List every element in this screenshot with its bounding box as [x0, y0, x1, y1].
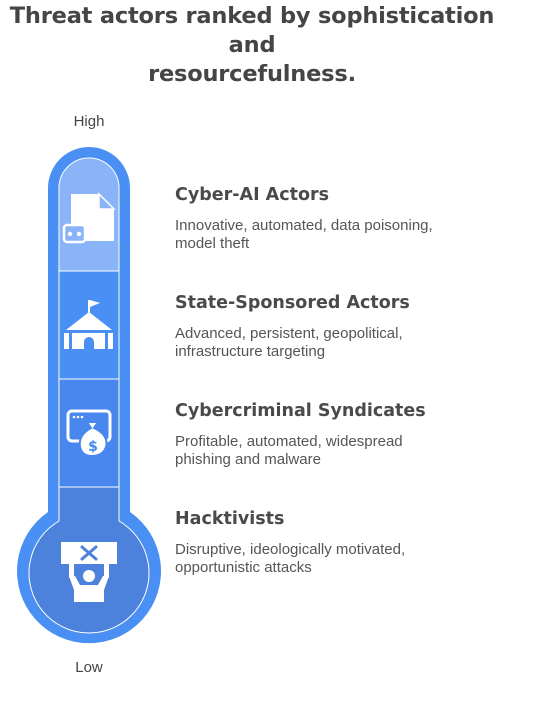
item-description-line: model theft [175, 235, 250, 252]
government-building-icon [64, 300, 113, 349]
item-title: Cybercriminal Syndicates [175, 401, 426, 421]
threat-item-hacktivists: Hacktivists Disruptive, ideologically mo… [175, 508, 475, 577]
threat-item-cybercriminal: Cybercriminal Syndicates Profitable, aut… [175, 400, 475, 469]
scale-label-high: High [73, 113, 105, 130]
item-description-line: Innovative, automated, data poisoning, [175, 217, 433, 234]
title-line-2: resourcefulness. [148, 61, 356, 87]
item-description: Advanced, persistent, geopolitical, infr… [175, 325, 475, 361]
item-description: Profitable, automated, widespread phishi… [175, 433, 475, 469]
protester-sign-icon [61, 542, 117, 602]
item-description-line: infrastructure targeting [175, 343, 326, 360]
money-bag-window-icon: $ [66, 409, 112, 458]
item-title: Cyber-AI Actors [175, 185, 330, 205]
item-description-line: Disruptive, ideologically motivated, [175, 541, 406, 558]
item-title: Hacktivists [175, 509, 285, 529]
page-title: Threat actors ranked by sophistication a… [0, 2, 504, 89]
item-description: Innovative, automated, data poisoning, m… [175, 217, 475, 253]
item-description-line: opportunistic attacks [175, 559, 312, 576]
ai-document-icon [62, 192, 116, 244]
scale-label-low: Low [75, 659, 103, 676]
threat-item-state-sponsored: State-Sponsored Actors Advanced, persist… [175, 292, 475, 361]
item-description-line: Profitable, automated, widespread [175, 433, 403, 450]
item-description-line: phishing and malware [175, 451, 321, 468]
svg-text:$: $ [88, 439, 98, 455]
item-title: State-Sponsored Actors [175, 293, 410, 313]
title-line-1: Threat actors ranked by sophistication a… [9, 3, 495, 58]
item-description-line: Advanced, persistent, geopolitical, [175, 325, 403, 342]
threat-item-cyber-ai: Cyber-AI Actors Innovative, automated, d… [175, 184, 475, 253]
item-description: Disruptive, ideologically motivated, opp… [175, 541, 475, 577]
